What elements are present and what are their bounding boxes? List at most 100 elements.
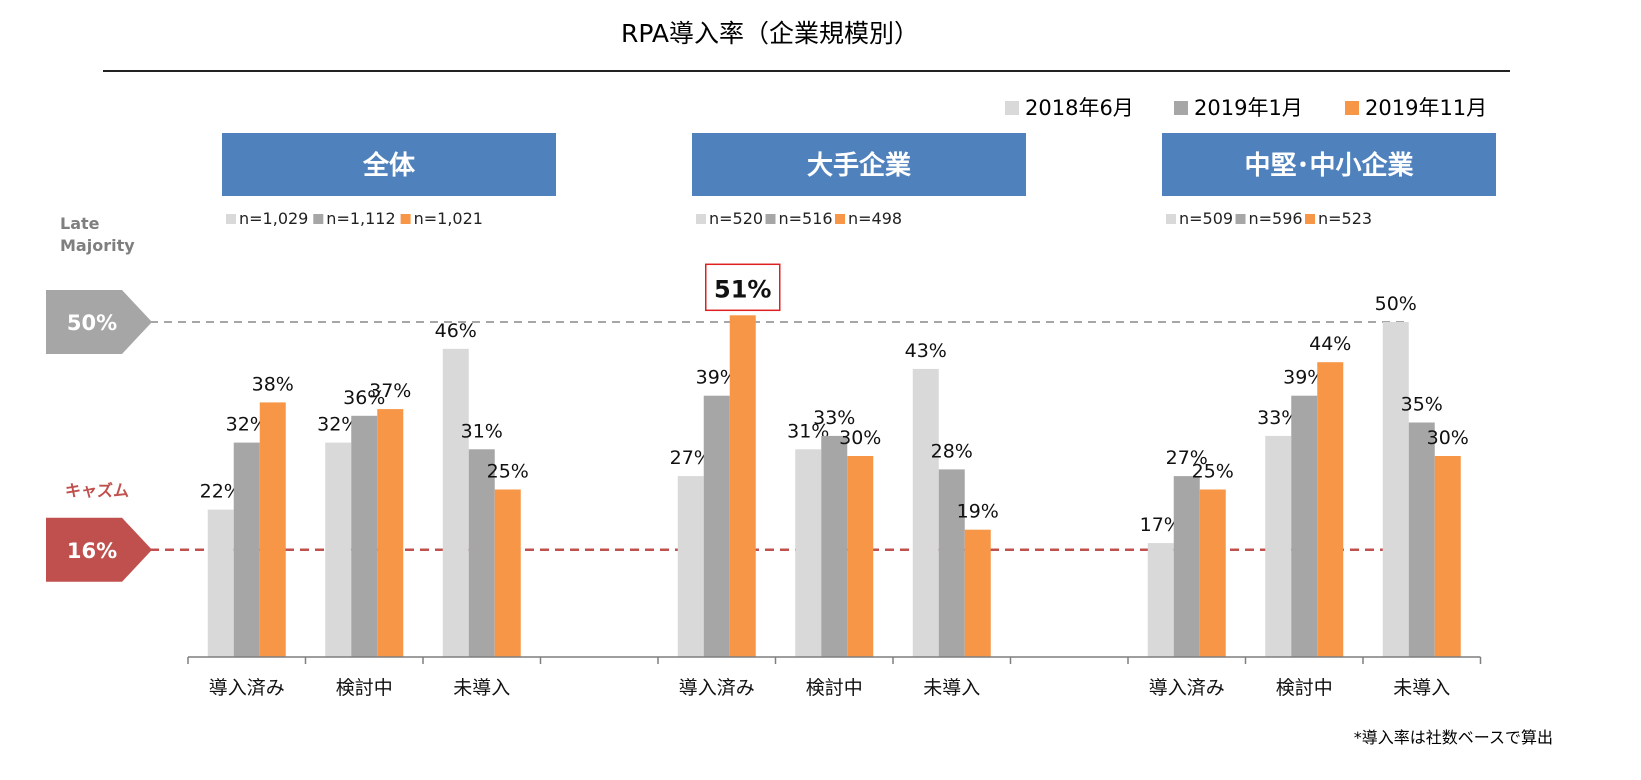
data-label: 32% [317,414,359,436]
n-label: n=523 [1318,209,1372,228]
n-label: n=498 [848,209,902,228]
n-label-swatch [313,214,324,224]
legend-swatch-2018-06 [1005,101,1019,115]
data-label: 33% [1257,407,1299,429]
data-label: 39% [696,367,738,389]
bar-2018-06 [442,348,469,657]
data-label: 31% [461,420,503,442]
chasm-badge-value: 16% [67,539,117,563]
n-label: n=509 [1179,209,1233,228]
category-label: 未導入 [453,677,510,699]
n-label-swatch [400,214,411,224]
bar-2019-11 [377,409,404,657]
bar-2019-01 [351,415,378,657]
bar-2018-06 [1147,543,1174,657]
bar-2019-01 [1408,422,1435,657]
x-axis: 導入済み検討中未導入導入済み検討中未導入導入済み検討中未導入 [187,656,1482,699]
bar-2018-06 [1265,435,1292,657]
data-label: 32% [226,414,268,436]
category-label: 検討中 [336,677,393,699]
late-majority-label-line2: Majority [60,236,135,255]
bar-2018-06 [795,449,822,657]
bar-2019-01 [233,442,260,657]
late-majority-badge-value: 50% [67,311,117,335]
data-label: 25% [487,461,529,483]
chasm-label: キャズム [65,481,129,500]
bar-2019-11 [1199,489,1226,657]
bar-2019-01 [1173,476,1200,657]
bar-2018-06 [677,476,704,657]
bar-2019-11 [259,402,286,657]
data-label: 46% [435,320,477,342]
bar-2019-01 [938,469,965,657]
n-label: n=1,112 [326,209,395,228]
data-label: 36% [343,387,385,409]
category-label: 未導入 [923,677,980,699]
data-label: 17% [1140,514,1182,536]
legend-label-2019-11: 2019年11月 [1365,96,1487,120]
highlight-box [705,263,781,312]
bar-2019-01 [821,435,848,657]
panel-header-title-2: 大手企業 [807,150,911,181]
category-label: 検討中 [806,677,863,699]
data-label: 37% [369,380,411,402]
n-label: n=596 [1249,209,1303,228]
bars-group: 22%32%38%32%36%37%46%31%25%27%39%51%31%3… [200,275,1469,657]
bar-2019-01 [703,395,730,657]
category-label: 検討中 [1276,677,1333,699]
legend-label-2019-01: 2019年1月 [1194,96,1303,120]
n-label-swatch [1305,214,1315,224]
bar-2019-01 [1291,395,1318,657]
bar-2019-11 [1317,362,1344,657]
category-label: 導入済み [209,677,285,699]
legend: 2018年6月 2019年1月 2019年11月 [1005,96,1487,120]
data-label: 28% [931,440,973,462]
footnote: *導入率は社数ベースで算出 [1354,728,1553,747]
n-label-swatch [1235,214,1246,224]
bar-2018-06 [325,442,352,657]
data-label: 31% [787,420,829,442]
panel-header-1 [222,133,556,196]
chasm-badge-shape [46,517,152,582]
data-label: 19% [957,501,999,523]
category-label: 導入済み [1149,677,1225,699]
late-majority-badge-shape [46,290,152,354]
data-label: 33% [813,407,855,429]
bar-2019-11 [964,529,991,657]
bar-2019-11 [494,489,521,657]
category-label: 未導入 [1393,677,1450,699]
n-label-swatch [696,214,706,224]
data-label: 38% [252,373,294,395]
data-label: 27% [670,447,712,469]
bar-2018-06 [207,509,234,657]
panel-header-3 [1162,133,1496,196]
legend-swatch-2019-11 [1345,101,1359,115]
data-label-highlight: 51% [714,275,771,303]
bar-2019-11 [847,456,874,657]
legend-swatch-2019-01 [1174,101,1188,115]
data-label: 30% [839,427,881,449]
data-label: 25% [1192,461,1234,483]
bar-2019-01 [468,449,495,657]
data-label: 50% [1375,293,1417,315]
bar-2019-11 [729,315,756,657]
chasm-badge: 16% [46,517,152,582]
late-majority-label-line1: Late [60,214,100,233]
n-label: n=516 [779,209,833,228]
data-label: 43% [905,340,947,362]
data-label: 22% [200,481,242,503]
bar-2018-06 [912,368,939,657]
legend-label-2018-06: 2018年6月 [1025,96,1134,120]
data-label: 27% [1166,447,1208,469]
panel-header-title-1: 全体 [362,150,416,181]
data-label: 30% [1427,427,1469,449]
n-label-swatch [1166,214,1176,224]
data-label: 39% [1283,367,1325,389]
late-majority-badge: 50% [46,290,152,354]
panel-header-2 [692,133,1026,196]
n-label-swatch [765,214,776,224]
panel-header-title-3: 中堅･中小企業 [1244,150,1413,181]
n-label-swatch [835,214,845,224]
